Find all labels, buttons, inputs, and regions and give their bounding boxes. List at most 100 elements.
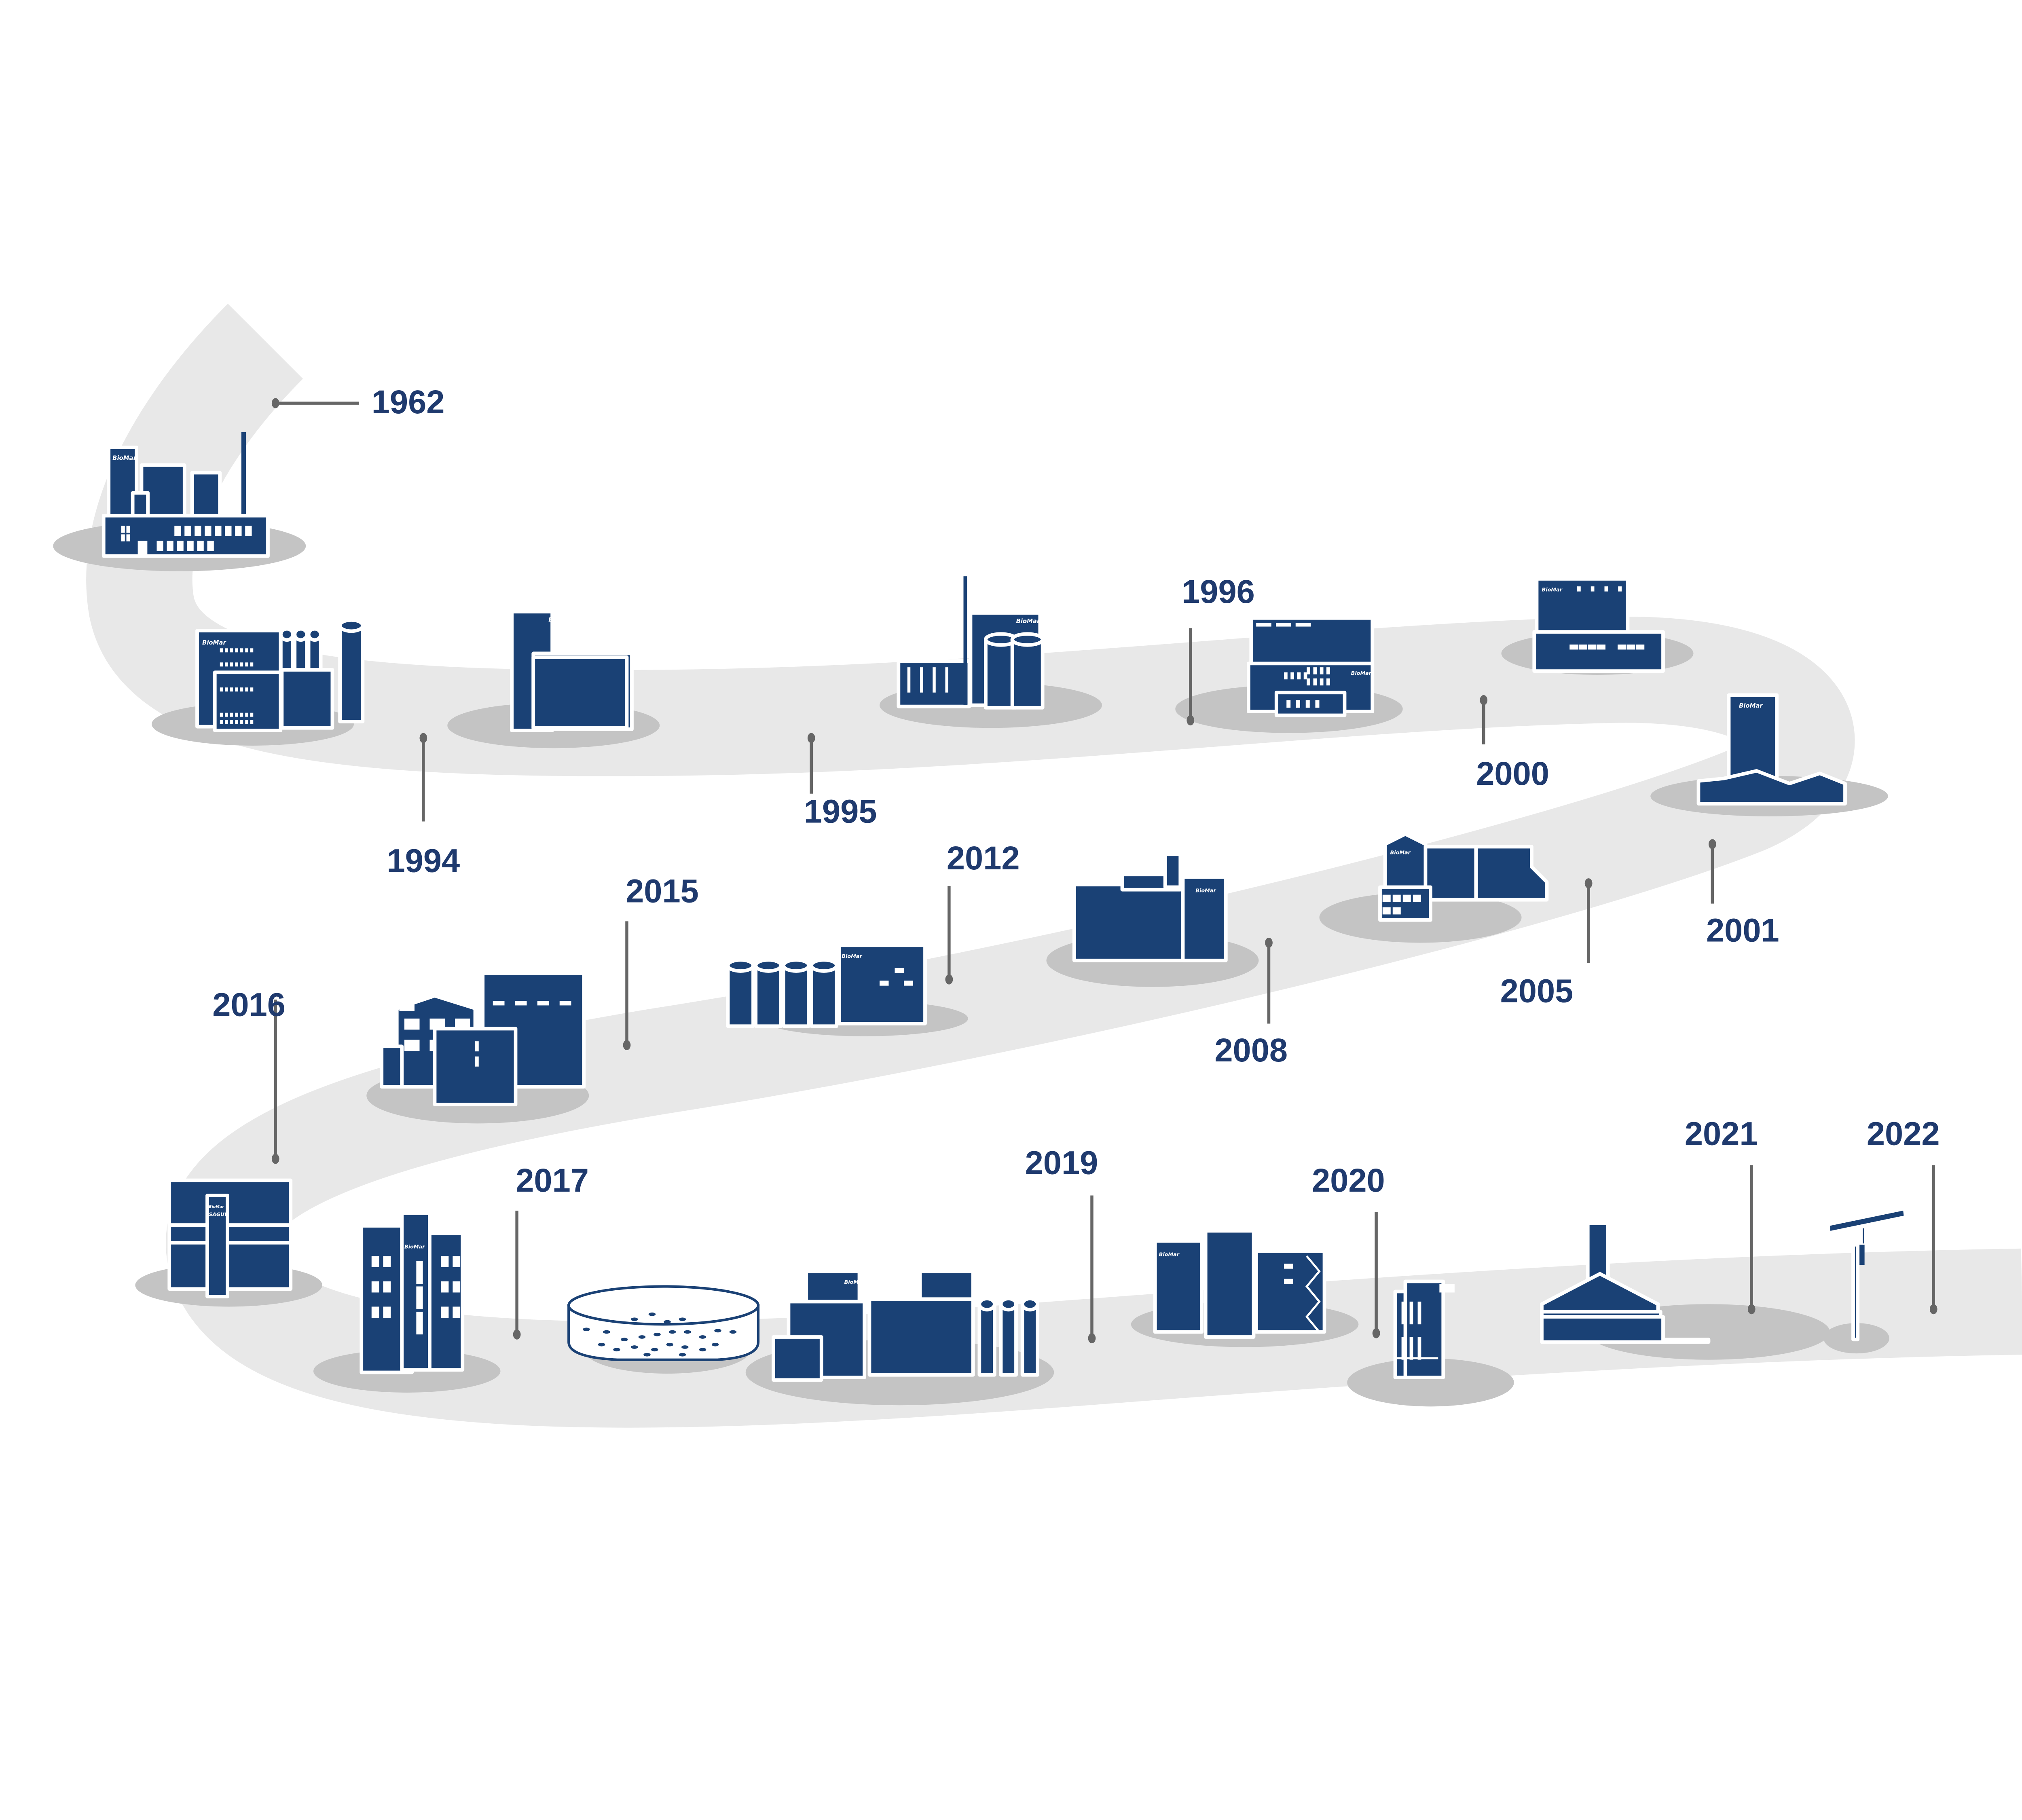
window xyxy=(1382,907,1391,915)
silo-top xyxy=(293,627,309,642)
window xyxy=(235,712,238,717)
window xyxy=(475,1056,479,1067)
window xyxy=(1296,700,1300,708)
building-shadow xyxy=(1347,1358,1514,1407)
building-block xyxy=(167,1178,293,1291)
timeline-pin-1995 xyxy=(807,733,815,743)
timeline-pin-2020 xyxy=(1372,1328,1380,1338)
window xyxy=(235,720,238,724)
silo xyxy=(338,624,365,723)
milestone-gabled-hall xyxy=(1540,1221,1711,1344)
window xyxy=(1569,644,1578,650)
window xyxy=(1591,586,1595,592)
timeline-pin-2001 xyxy=(1709,839,1716,850)
timeline-pin-1962 xyxy=(271,398,279,408)
window xyxy=(230,712,233,717)
timeline-pin-2022 xyxy=(1929,1304,1937,1315)
fish-icon xyxy=(638,1335,646,1339)
antenna xyxy=(963,576,967,705)
year-label-2022: 2022 xyxy=(1867,1115,1940,1152)
window xyxy=(250,648,254,653)
fish-icon xyxy=(664,1320,671,1324)
year-label-1994: 1994 xyxy=(387,842,460,879)
year-label-2017: 2017 xyxy=(516,1162,589,1199)
milestone-warehouse-mill: BioMar xyxy=(1532,577,1665,673)
window xyxy=(515,1001,527,1006)
crane-mast xyxy=(1851,1243,1860,1342)
building-block xyxy=(1203,1229,1256,1339)
milestone-stepped-block: BioMar xyxy=(1072,852,1228,962)
year-label-1962: 1962 xyxy=(372,384,445,421)
window xyxy=(371,1306,379,1318)
window xyxy=(416,1311,423,1335)
window xyxy=(1315,700,1320,708)
window xyxy=(245,687,248,692)
window xyxy=(184,526,191,536)
window xyxy=(174,526,181,536)
biomar-logo-icon: BioMar xyxy=(1016,617,1041,625)
window xyxy=(945,667,948,693)
window xyxy=(187,541,194,551)
year-labels: 1962199419951996200020012005200820122015… xyxy=(212,384,1940,1199)
silo-top xyxy=(1020,1297,1039,1312)
window xyxy=(225,526,232,536)
window xyxy=(1417,1301,1421,1325)
timeline-pin-2015 xyxy=(623,1040,631,1051)
window xyxy=(235,687,238,692)
milestone-large-complex-with-silos: BioMar xyxy=(772,1269,1039,1382)
window xyxy=(475,1041,479,1052)
fish-icon xyxy=(643,1353,651,1357)
biomar-logo-icon: BioMar xyxy=(1351,670,1372,676)
window xyxy=(225,648,228,653)
milestone-fish-tank xyxy=(567,1285,760,1361)
window xyxy=(895,968,904,973)
window xyxy=(1286,700,1291,708)
window xyxy=(371,1281,379,1293)
window xyxy=(453,1256,461,1267)
milestone-four-silos-plant: BioMar xyxy=(726,943,927,1028)
window xyxy=(197,541,204,551)
year-label-2001: 2001 xyxy=(1706,912,1779,949)
window xyxy=(230,662,233,667)
window xyxy=(441,1281,449,1293)
window xyxy=(1284,1264,1293,1269)
silo-top xyxy=(809,958,839,973)
window xyxy=(225,687,228,692)
milestone-plant-with-antenna-and-silos: BioMar xyxy=(897,576,1045,710)
silo xyxy=(999,1302,1018,1377)
window xyxy=(1305,700,1310,708)
year-connectors xyxy=(271,398,1937,1344)
fish-icon xyxy=(729,1330,737,1334)
building-block xyxy=(1532,630,1665,673)
milestone-tower-with-sawtooth-hall: BioMar xyxy=(1696,693,1847,806)
hall-roof xyxy=(1540,1272,1660,1314)
window xyxy=(1604,586,1608,592)
fish-icon xyxy=(654,1332,661,1336)
window xyxy=(225,712,228,717)
window xyxy=(126,526,130,533)
window xyxy=(1307,667,1310,674)
window xyxy=(1320,678,1324,686)
window xyxy=(240,648,243,653)
silo xyxy=(726,964,755,1028)
window xyxy=(235,662,238,667)
building-block xyxy=(380,1044,404,1089)
silo xyxy=(782,964,811,1028)
lattice-truss xyxy=(1305,1255,1321,1333)
window xyxy=(371,1256,379,1267)
building-block xyxy=(1423,845,1478,902)
window xyxy=(1284,672,1288,680)
window xyxy=(220,712,223,717)
window xyxy=(1409,1301,1413,1325)
fish-icon xyxy=(679,1353,686,1357)
window xyxy=(240,720,243,724)
window xyxy=(1284,1279,1293,1284)
window xyxy=(177,541,184,551)
year-label-2019: 2019 xyxy=(1025,1144,1098,1181)
biomar-logo-icon: BioMar xyxy=(202,639,226,646)
building-block xyxy=(1540,1315,1665,1344)
milestone-large-mill: BioMar xyxy=(1247,616,1375,717)
milestone-factory-with-chimney: BioMar xyxy=(102,432,270,558)
window xyxy=(1392,907,1401,915)
